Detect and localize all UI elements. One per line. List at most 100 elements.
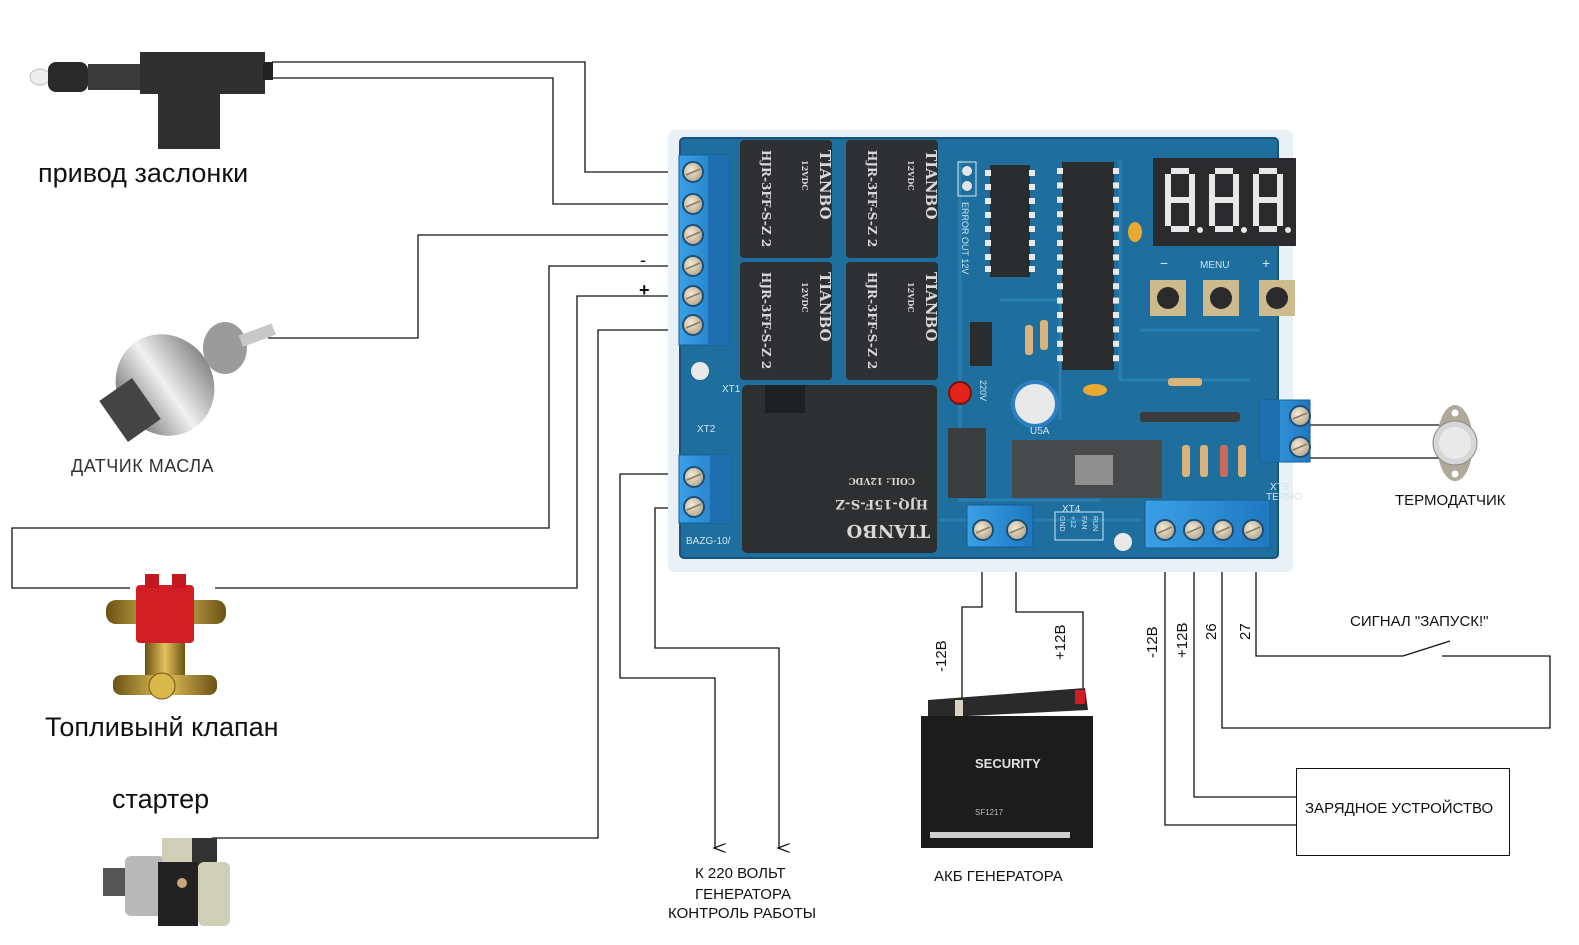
display-segment — [1171, 197, 1189, 203]
battery-brand: SECURITY — [975, 756, 1041, 771]
wire-starter — [212, 329, 690, 839]
wire-charger-neg — [1164, 540, 1296, 826]
big-relay-coil: COIL: 12VDC — [849, 475, 915, 485]
xt4-pin-label: +12 — [1069, 516, 1076, 528]
label-thermo-sensor: ТЕРМОДАТЧИК — [1395, 492, 1506, 509]
relay-model: HJR-3FF-S-Z 2 — [759, 150, 773, 247]
wire-oil-sensor — [268, 234, 690, 339]
big-relay — [742, 385, 937, 553]
menu-buttons — [1150, 280, 1295, 316]
wires — [11, 61, 1551, 848]
display-segment — [1233, 200, 1239, 226]
silk-minus: − — [1160, 255, 1168, 271]
display-segment — [1259, 226, 1277, 232]
solenoid-valve-icon — [106, 574, 226, 700]
relay-model: HJR-3FF-S-Z 2 — [865, 272, 879, 369]
relay-brand: TIANBO — [922, 272, 940, 342]
relay-brand: TIANBO — [816, 272, 834, 342]
relay-voltage: 12VDC — [800, 160, 810, 191]
charger-box: ЗАРЯДНОЕ УСТРОЙСТВО — [1296, 768, 1510, 856]
display-segment — [1277, 174, 1283, 200]
label-xt3-27: 27 — [1237, 623, 1254, 640]
oil-pressure-sensor-icon — [99, 322, 276, 442]
relay-model: HJR-3FF-S-Z 2 — [865, 150, 879, 247]
big-relay-brand: TIANBO — [847, 520, 930, 541]
xt1-plus-mark: + — [639, 280, 650, 300]
label-damper-actuator: привод заслонки — [38, 158, 249, 188]
wire-damper-1 — [272, 61, 690, 173]
capacitor — [1011, 380, 1059, 428]
display-segment — [1253, 174, 1259, 200]
starter-motor-icon — [103, 838, 230, 926]
xt4-pin-label: RUN — [1091, 516, 1098, 531]
label-xt3-neg: -12В — [1144, 626, 1161, 658]
label-charger: ЗАРЯДНОЕ УСТРОЙСТВО — [1305, 800, 1494, 817]
display-segment — [1171, 168, 1189, 174]
wire-damper-2 — [272, 77, 690, 205]
label-gen-line2: ГЕНЕРАТОРА — [695, 886, 791, 903]
battery-icon: SECURITY SF1217 — [921, 688, 1093, 848]
label-gen-line1: К 220 ВОЛЬТ — [695, 865, 786, 882]
silk-termo: TERMO — [1266, 492, 1302, 503]
xt1-minus-mark: - — [640, 250, 646, 270]
display-segment — [1165, 200, 1171, 226]
door-lock-actuator-icon — [29, 52, 273, 149]
microcontroller — [1057, 162, 1119, 370]
terminal-xt1 — [678, 154, 730, 346]
wire-gen-2 — [654, 507, 779, 848]
display-segment — [1215, 168, 1233, 174]
silk-xt2: XT2 — [697, 424, 716, 435]
label-xt3-pos: +12В — [1174, 622, 1191, 658]
silk-board-id: BAZG-10/ — [686, 536, 731, 547]
xt4-pin-label: GND — [1058, 516, 1065, 532]
display-segment — [1215, 226, 1233, 232]
label-xt3-26: 26 — [1203, 623, 1220, 640]
relay-voltage: 12VDC — [800, 282, 810, 313]
display-segment — [1165, 174, 1171, 200]
silk-fuse: U5A — [1030, 426, 1050, 437]
big-relay-model: HJQ-15F-S-Z — [835, 496, 928, 511]
display-segment — [1189, 200, 1195, 226]
display-segment — [1209, 174, 1215, 200]
display-segment — [1233, 174, 1239, 200]
display-segment — [1215, 197, 1233, 203]
silk-xt4: XT4 — [1062, 504, 1081, 515]
wire-fuel-minus — [11, 265, 690, 589]
display-segment — [1259, 168, 1277, 174]
battery-model: SF1217 — [975, 808, 1004, 817]
wire-27 — [1255, 540, 1403, 657]
power-led — [948, 381, 972, 405]
relay-brand: TIANBO — [816, 150, 834, 220]
silk-xt5: XT5 — [1270, 482, 1289, 493]
xt4-pin-label: FAN — [1080, 516, 1087, 530]
silk-error-out: ERROR OUT 12V — [960, 202, 970, 274]
label-starter: стартер — [112, 784, 210, 814]
label-oil-sensor: ДАТЧИК МАСЛА — [71, 456, 215, 476]
display-dot — [1241, 227, 1247, 233]
resistors — [1025, 320, 1246, 477]
label-start-signal: СИГНАЛ "ЗАПУСК!" — [1350, 613, 1489, 630]
small-relays — [740, 140, 938, 380]
silk-menu: MENU — [1200, 260, 1229, 271]
start-switch-contact — [1402, 640, 1451, 657]
relay-voltage: 12VDC — [906, 282, 916, 313]
seven-segment-display — [1153, 158, 1296, 246]
wire-battery-neg — [961, 540, 983, 700]
wire-charger-pos — [1193, 540, 1296, 798]
relay-model: HJR-3FF-S-Z 2 — [759, 272, 773, 369]
display-segment — [1259, 197, 1277, 203]
label-battery-neg: -12В — [933, 640, 950, 672]
wire-26 — [1221, 540, 1551, 729]
display-segment — [1209, 200, 1215, 226]
label-gen-line3: КОНТРОЛЬ РАБОТЫ — [668, 905, 817, 922]
label-battery-pos: +12В — [1052, 624, 1069, 660]
display-segment — [1171, 226, 1189, 232]
display-segment — [1277, 200, 1283, 226]
controller-board — [668, 130, 1311, 572]
display-segment — [1189, 174, 1195, 200]
relay-voltage: 12VDC — [906, 160, 916, 191]
wire-gen-1 — [619, 473, 715, 848]
label-battery: АКБ ГЕНЕРАТОРА — [934, 868, 1063, 885]
